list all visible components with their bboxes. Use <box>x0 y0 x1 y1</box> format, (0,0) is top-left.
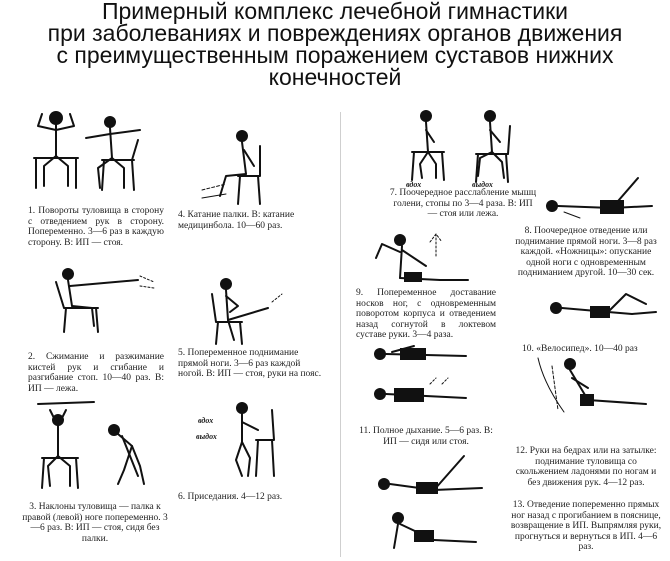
exercise-8-caption: 8. Поочередное отведение или поднимание … <box>515 226 657 278</box>
exercise-7-label-exhale: выдох <box>472 180 493 189</box>
exercise-13-caption: 13. Отведение попеременно прямых ног наз… <box>510 500 662 552</box>
title-line-3: с преимущественным поражением суставов н… <box>56 42 614 68</box>
exercise-1-illustration <box>33 111 141 191</box>
exercise-3-caption: 3. Наклоны туловища — палка к правой (ле… <box>22 502 168 544</box>
exercise-7-label-inhale: вдох <box>406 180 422 189</box>
exercise-13-illustration <box>378 455 483 549</box>
exercise-6-illustration <box>235 402 275 477</box>
title-line-4: конечностей <box>268 64 402 90</box>
exercise-1-caption: 1. Повороты туловища в сторону с отведен… <box>28 206 164 248</box>
page-title: Примерный комплекс лечебной гимнастики п… <box>0 0 670 90</box>
exercise-12-caption: 12. Руки на бедрах или на затылке: подни… <box>515 446 657 488</box>
exercise-2-illustration <box>55 268 155 333</box>
exercise-5-illustration <box>211 278 283 345</box>
exercise-11-illustration <box>374 345 467 402</box>
exercise-10-caption: 10. «Велосипед». 10—40 раз <box>522 344 638 354</box>
exercise-2-caption: 2. Сжимание и разжимание кистей рук и сг… <box>28 352 164 394</box>
exercise-4-caption: 4. Катание палки. В: катание медицинбола… <box>178 210 295 231</box>
title-line-2: при заболеваниях и повреждениях органов … <box>47 20 623 46</box>
exercise-7-illustration <box>411 110 511 183</box>
exercise-6-label-exhale: выдох <box>196 432 217 441</box>
title-line-1: Примерный комплекс лечебной гимнастики <box>101 0 569 24</box>
exercise-4-illustration <box>201 130 261 205</box>
exercise-10-illustration <box>550 293 657 318</box>
exercise-9-caption: 9. Попеременное доставание носков ног, с… <box>356 288 496 340</box>
exercise-8-illustration <box>546 177 653 219</box>
exercise-9-illustration <box>375 233 469 282</box>
exercise-6-label-inhale: вдох <box>198 416 214 425</box>
exercise-5-caption: 5. Попеременное поднимание прямой ноги. … <box>178 348 322 379</box>
exercise-11-caption: 11. Полное дыхание. 5—6 раз. В: ИП — сид… <box>359 426 493 447</box>
column-divider <box>340 112 341 557</box>
exercise-3-illustration <box>37 401 145 489</box>
exercise-7-caption: 7. Поочередное расслабление мышц голени,… <box>389 188 537 219</box>
exercise-12-illustration <box>537 357 647 413</box>
exercise-6-caption: 6. Приседания. 4—12 раз. <box>178 492 283 502</box>
